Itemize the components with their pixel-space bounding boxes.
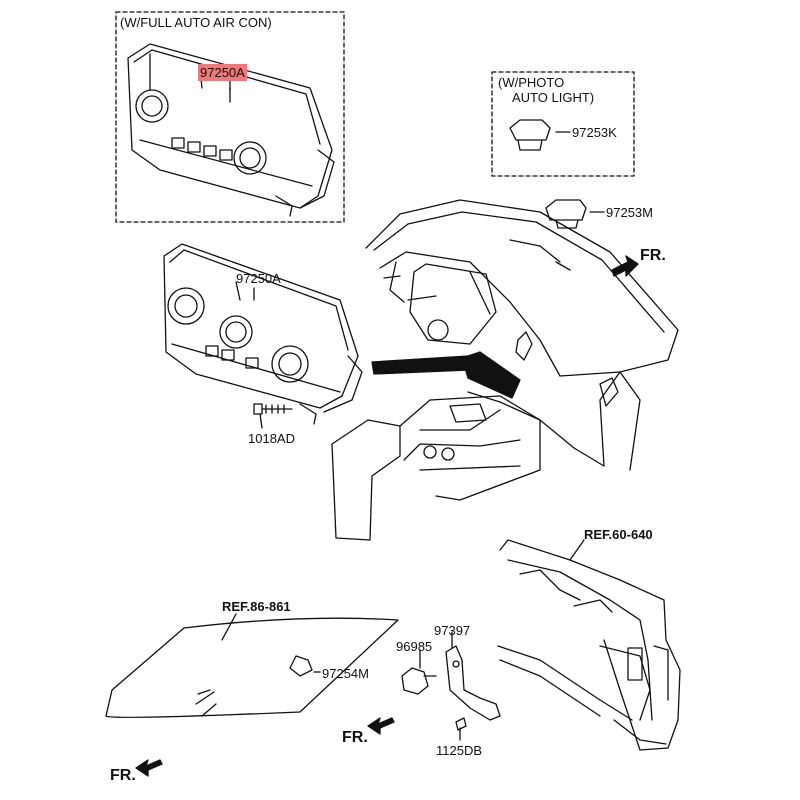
box-photo-light-title-2: AUTO LIGHT) xyxy=(512,90,595,105)
ref-label-86-861: REF.86-861 xyxy=(222,599,291,614)
leader-ref-60-640 xyxy=(569,539,585,561)
control-slot-opening xyxy=(461,351,521,399)
windshield-glass xyxy=(105,617,399,718)
bolt-1125db xyxy=(455,717,467,741)
fr-label-dash: FR. xyxy=(640,247,666,264)
heater-control-unit xyxy=(163,243,363,425)
fr-arrow-windshield xyxy=(135,759,163,777)
windshield-sensor-97254m xyxy=(289,655,321,677)
fr-label-bracket: FR. xyxy=(342,729,368,746)
part-label-1018ad: 1018AD xyxy=(248,431,295,446)
fr-arrow-bracket xyxy=(367,717,395,735)
part-label-97253k: 97253K xyxy=(572,125,617,140)
dash-sensor-97253m xyxy=(545,199,605,229)
box-auto-aircon-title: (W/FULL AUTO AIR CON) xyxy=(120,15,272,30)
photo-sensor-97253k xyxy=(509,119,571,151)
highlighted-part-number: 97250A xyxy=(198,64,247,81)
bracket-97397 xyxy=(445,645,501,721)
part-label-96985: 96985 xyxy=(396,639,433,654)
install-arrow xyxy=(371,355,471,375)
part-label-97397: 97397 xyxy=(434,623,471,638)
sensor-96985 xyxy=(401,667,437,695)
screw-1018ad xyxy=(253,403,293,429)
ref-label-60-640: REF.60-640 xyxy=(584,527,653,542)
leader-ref-86-861 xyxy=(221,613,237,641)
dashboard-assembly xyxy=(331,199,679,541)
box-photo-light-title-1: (W/PHOTO xyxy=(498,75,565,90)
part-label-1125db: 1125DB xyxy=(436,743,483,758)
part-label-97254m: 97254M xyxy=(322,666,369,681)
part-label-97253m: 97253M xyxy=(606,205,653,220)
box-photo-light-frame xyxy=(491,71,635,177)
fr-label-windshield: FR. xyxy=(110,767,136,784)
part-label-97250a: 97250A xyxy=(236,271,281,286)
front-end-module xyxy=(497,539,681,751)
box-auto-aircon-frame xyxy=(115,11,345,223)
part-label-97250a-boxed: 97250A xyxy=(198,64,247,81)
fr-arrow-dash xyxy=(611,255,639,277)
